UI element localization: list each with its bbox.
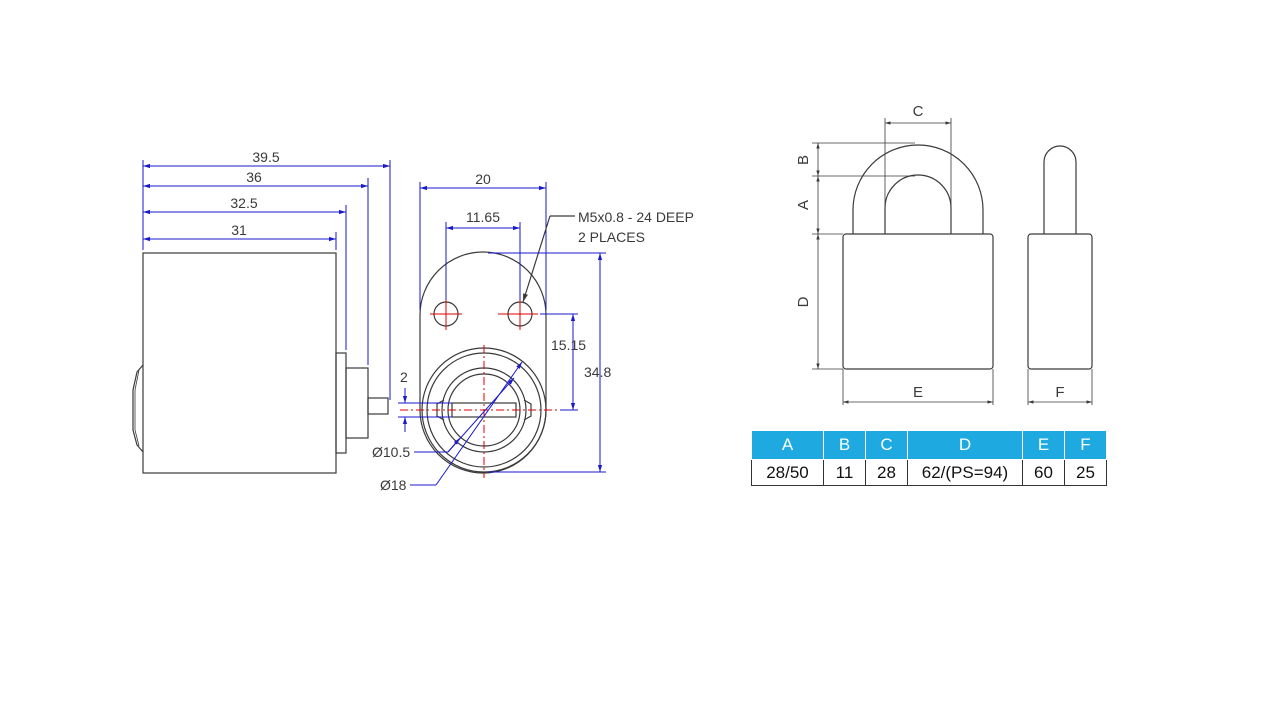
header-f: F (1064, 430, 1107, 460)
header-e: E (1022, 430, 1065, 460)
dim-31: 31 (231, 222, 247, 238)
side-view: 39.5 36 32.5 31 (132, 149, 391, 474)
dim-32-5: 32.5 (230, 195, 257, 211)
hole-note-line2: 2 PLACES (578, 229, 645, 245)
header-a: A (751, 430, 824, 460)
label-e: E (913, 384, 923, 401)
dim-15-15: 15.15 (551, 337, 586, 353)
table-row: 28/50 11 28 62/(PS=94) 60 25 (751, 459, 1107, 486)
padlock-side-view: F (1027, 145, 1093, 405)
lock-body-side (142, 252, 337, 474)
header-b: B (823, 430, 866, 460)
label-b: B (795, 155, 812, 165)
dimension-table: A B C D E F 28/50 11 28 62/(PS=94) 60 25 (751, 430, 1107, 486)
label-f: F (1055, 384, 1064, 401)
header-c: C (865, 430, 908, 460)
dim-34-8: 34.8 (584, 364, 611, 380)
table-header-row: A B C D E F (751, 430, 1107, 460)
label-a: A (795, 200, 812, 210)
dim-dia-18: Ø18 (380, 477, 407, 493)
value-b: 11 (823, 459, 866, 486)
label-d: D (795, 296, 812, 307)
value-d: 62/(PS=94) (907, 459, 1023, 486)
value-c: 28 (865, 459, 908, 486)
plate-view: 20 11.65 M5x0.8 - 24 DEEP 2 PLACES 34.8 … (372, 171, 694, 493)
dim-20: 20 (475, 171, 491, 187)
dim-39-5: 39.5 (252, 149, 279, 165)
value-f: 25 (1064, 459, 1107, 486)
dim-36: 36 (246, 169, 262, 185)
dim-2: 2 (400, 369, 408, 385)
header-d: D (907, 430, 1023, 460)
value-a: 28/50 (751, 459, 824, 486)
dim-11-65: 11.65 (466, 209, 500, 225)
label-c: C (913, 103, 924, 120)
padlock-front-view: C B A D E (795, 103, 994, 405)
value-e: 60 (1022, 459, 1065, 486)
hole-note-line1: M5x0.8 - 24 DEEP (578, 209, 694, 225)
dim-dia-10-5: Ø10.5 (372, 444, 410, 460)
